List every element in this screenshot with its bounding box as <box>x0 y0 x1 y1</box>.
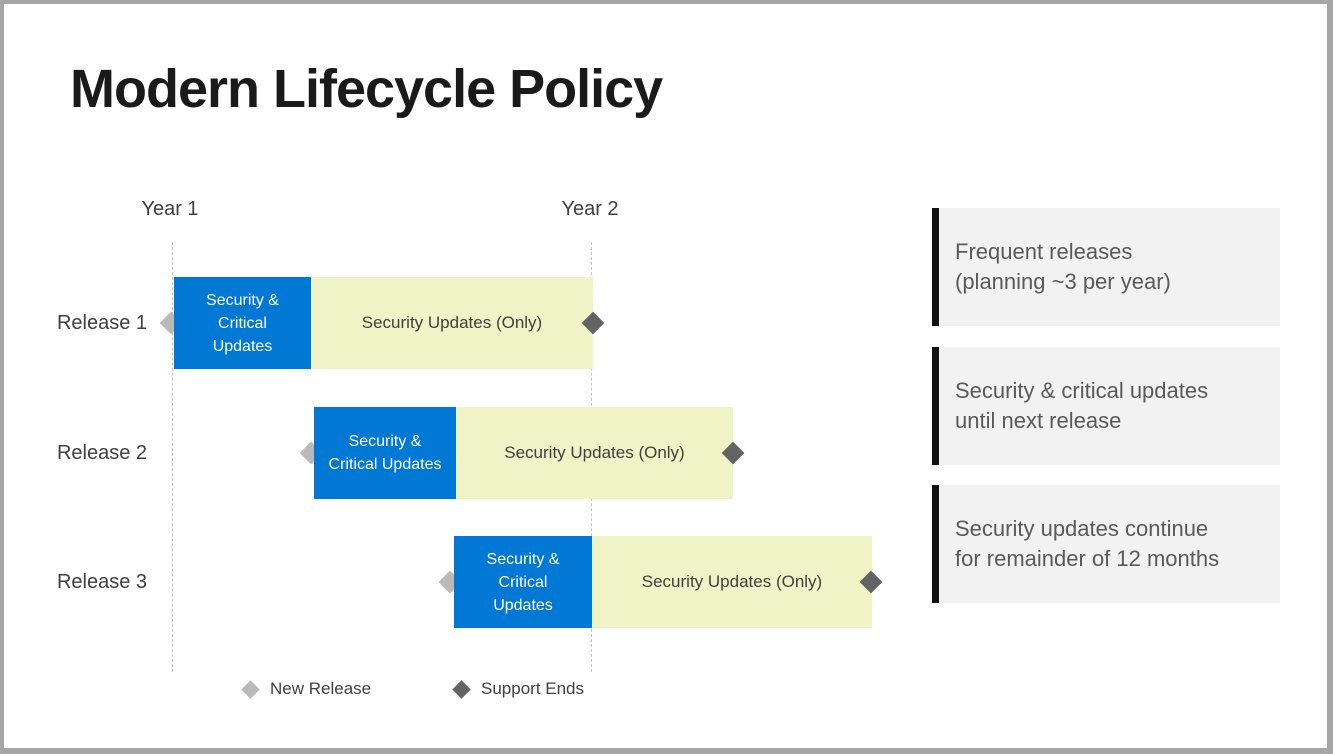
callout-line: for remainder of 12 months <box>955 546 1220 571</box>
callout-frequent-releases: Frequent releases (planning ~3 per year) <box>932 208 1280 326</box>
callout-line: Frequent releases <box>955 239 1133 264</box>
year-1-label: Year 1 <box>141 198 199 220</box>
release-1-label: Release 1 <box>56 311 147 334</box>
new-release-legend-diamond <box>241 680 260 699</box>
year-2-label: Year 2 <box>561 198 619 220</box>
callout-line: Security & critical updates <box>955 378 1209 403</box>
security-updates-bar: Security Updates (Only) <box>592 536 872 628</box>
support-ends-legend-label: Support Ends <box>481 679 585 698</box>
year-1-gridline <box>172 242 173 672</box>
callout-line: until next release <box>955 408 1122 433</box>
callout-security-critical: Security & critical updates until next r… <box>932 347 1280 465</box>
security-updates-bar: Security Updates (Only) <box>311 277 593 369</box>
security-updates-bar: Security Updates (Only) <box>456 407 733 499</box>
critical-updates-bar: Security & Critical Updates <box>174 277 311 369</box>
release-2-label: Release 2 <box>56 441 147 464</box>
callout-line: Security updates continue <box>955 516 1209 541</box>
support-ends-legend-diamond <box>452 680 471 699</box>
callout-security-continue: Security updates continue for remainder … <box>932 485 1280 603</box>
new-release-legend-label: New Release <box>270 679 372 698</box>
page-title: Modern Lifecycle Policy <box>70 59 663 119</box>
callout-line: (planning ~3 per year) <box>955 269 1171 294</box>
critical-updates-bar: Security & Critical Updates <box>454 536 592 628</box>
critical-updates-bar: Security & Critical Updates <box>314 407 456 499</box>
release-3-label: Release 3 <box>56 570 147 593</box>
